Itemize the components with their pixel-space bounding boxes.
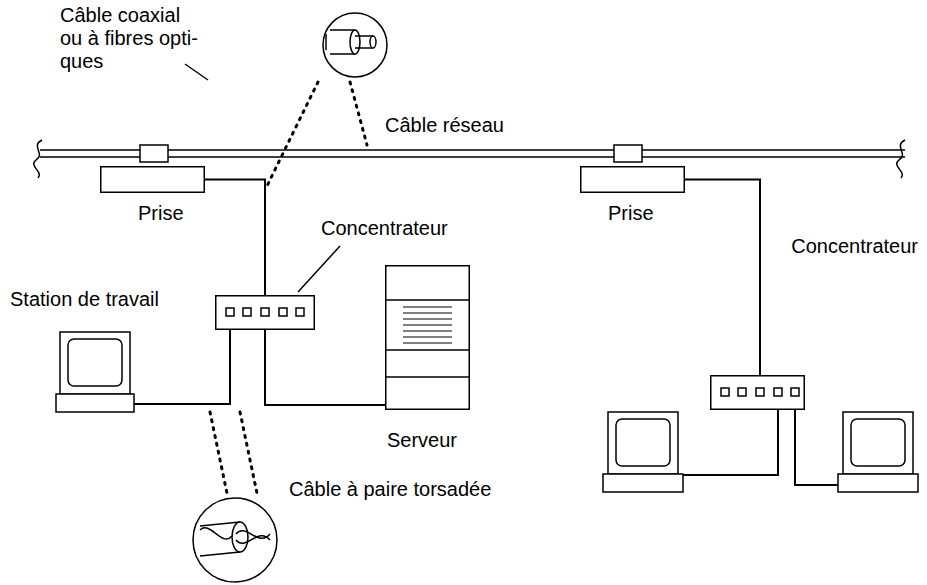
node-label: Prise [138,202,184,225]
twisted-pair-icon [200,522,270,556]
cable-connector [685,180,760,376]
magnifier-leader [210,412,228,498]
cable-break [897,140,905,178]
tap-clamp [614,145,642,162]
magnifier-circle [193,498,277,582]
cable-callout: Câble réseau [385,114,504,137]
magnifier-leader [350,82,367,145]
hub-shape [710,375,805,410]
node-label: Serveur [387,429,457,452]
server-shape [385,265,470,410]
leader-line [185,64,208,80]
cable-break [34,140,42,178]
hub-shape [215,295,315,330]
cable-callout: Câble coaxial ou à fibres opti- ques [60,4,205,73]
workstation-icon [603,412,683,492]
workstation-icon [838,412,918,492]
workstation-node: Station de travail [55,330,135,414]
hub-box: Concentrateur [215,295,315,330]
hub-box: Concentrateur [710,375,805,410]
node-label: Concentrateur [791,235,918,258]
network-cable [40,150,905,157]
coax-cable-icon [326,30,376,54]
node-label: Concentrateur [321,217,448,240]
station-shape [55,330,135,414]
cable-connector [265,330,385,405]
cable-connector [134,330,230,404]
magnifier-leader [240,412,258,498]
server-node: Serveur [385,265,470,410]
node-label: Prise [608,202,654,225]
prise-shape [100,166,205,193]
tap-clamp [140,145,168,162]
tap-box: Prise [100,166,205,193]
tap-box: Prise [580,166,685,193]
node-label: Station de travail [10,288,159,311]
magnifier-circle [323,13,387,77]
cable-connector [205,180,265,296]
twisted-pair-wire [795,398,840,485]
magnifier-leader [266,82,318,188]
prise-shape [580,166,685,193]
leader-line [298,246,340,292]
cable-callout: Câble à paire torsadée [289,478,491,501]
